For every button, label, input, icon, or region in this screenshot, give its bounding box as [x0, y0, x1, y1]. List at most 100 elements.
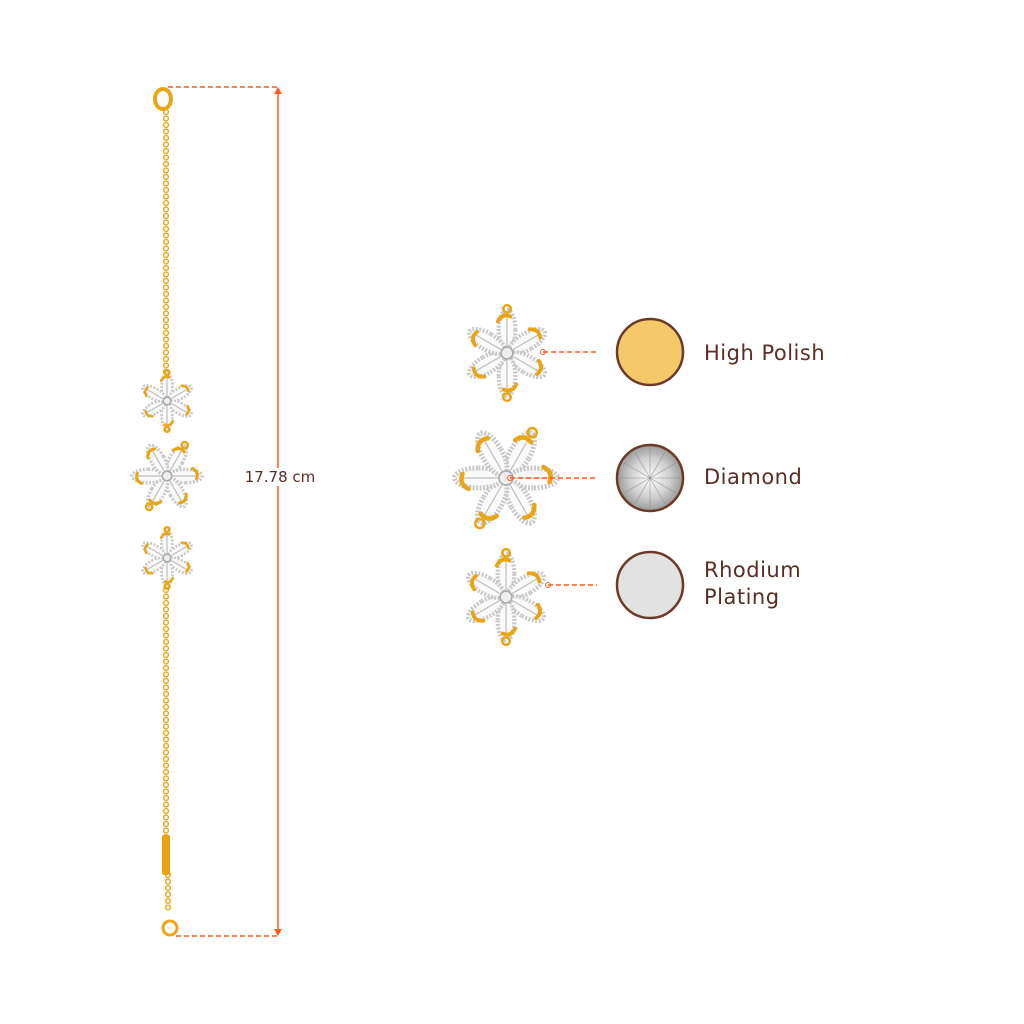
- chain-link: [162, 723, 170, 730]
- chain-link: [162, 355, 170, 363]
- chain-link: [162, 238, 170, 246]
- chain-link: [162, 684, 170, 691]
- chain-link: [162, 703, 170, 711]
- chain-link: [162, 284, 170, 291]
- chain-link: [162, 186, 170, 194]
- petal: [465, 570, 507, 600]
- connector-ring: [144, 502, 154, 512]
- chain-link: [162, 690, 170, 698]
- gold-accent: [471, 329, 479, 348]
- chain-link: [162, 677, 170, 685]
- chain-link: [162, 827, 170, 834]
- chain-link: [162, 271, 170, 278]
- jump-ring-icon: [161, 919, 179, 937]
- chain-link: [162, 762, 170, 769]
- gold-accent: [180, 541, 190, 550]
- chain-link: [162, 697, 170, 704]
- gold-accent: [475, 436, 490, 454]
- connector-ring: [474, 517, 486, 530]
- petal-vein: [484, 484, 503, 516]
- gold-accent: [144, 409, 154, 418]
- petal: [506, 350, 548, 380]
- chain-link: [162, 212, 170, 220]
- chain-link: [162, 599, 170, 607]
- chain-link: [162, 349, 170, 356]
- chain: [162, 586, 170, 854]
- callout-point: [540, 349, 546, 355]
- gold-accent: [541, 464, 553, 485]
- chain-link: [162, 167, 170, 174]
- gold-accent: [180, 384, 190, 393]
- petal-vein: [475, 355, 502, 372]
- swatch-high-polish: [615, 317, 685, 387]
- gold-accent: [146, 447, 157, 460]
- chain-link: [162, 710, 170, 717]
- gold-accent: [535, 358, 543, 377]
- petal-vein: [146, 546, 164, 557]
- gold-accent: [135, 471, 144, 486]
- facet-line: [649, 462, 677, 479]
- gold-accent: [163, 577, 175, 584]
- gold-accent: [163, 420, 175, 427]
- chain-link: [162, 755, 170, 763]
- petal-vein: [474, 578, 501, 595]
- chain-link: [162, 342, 170, 350]
- gold-accent: [470, 573, 478, 592]
- chain-link: [162, 788, 170, 795]
- flower-detail-top: [466, 303, 548, 403]
- chain-link: [162, 128, 170, 135]
- chain-link: [162, 593, 170, 600]
- chain-tag: [162, 835, 170, 875]
- connector-ring: [500, 636, 512, 647]
- chain: [162, 108, 170, 376]
- petal: [465, 594, 507, 624]
- petal-vein: [170, 546, 188, 557]
- chain-link: [162, 245, 170, 252]
- flower-detail-bottom: [465, 547, 547, 647]
- swatch-rhodium-plating: [615, 550, 685, 620]
- flower-charm-top: [141, 368, 193, 434]
- legend-label-line1: Rhodium: [704, 558, 802, 582]
- gold-accent: [148, 498, 163, 506]
- facet-line: [623, 462, 651, 479]
- chain-link: [162, 258, 170, 265]
- chain-link: [162, 316, 170, 324]
- center-diamond: [498, 470, 514, 486]
- chain-link: [162, 742, 170, 750]
- chain-link: [162, 749, 170, 756]
- gold-accent: [527, 327, 543, 340]
- connector-ring: [526, 426, 538, 439]
- petal: [496, 353, 519, 399]
- petal-vein: [512, 334, 539, 351]
- arrow-up-icon: [274, 87, 282, 94]
- chain-link: [162, 134, 170, 142]
- chain-link: [162, 336, 170, 343]
- connector-ring: [501, 303, 513, 314]
- chain-link: [162, 781, 170, 789]
- gold-accent: [143, 543, 149, 555]
- gold-accent: [144, 566, 154, 575]
- chain-link: [162, 736, 170, 743]
- chain-link: [162, 303, 170, 311]
- facet-line: [649, 477, 666, 505]
- chain-link: [164, 884, 172, 892]
- chain-link: [162, 310, 170, 317]
- chain-link: [162, 801, 170, 808]
- chain-link: [162, 807, 170, 815]
- petal: [502, 477, 538, 526]
- chain-link: [162, 154, 170, 161]
- chain-link: [164, 878, 172, 885]
- chain-link: [162, 664, 170, 672]
- facet-line: [649, 451, 666, 479]
- petal-vein: [509, 440, 528, 472]
- petal: [466, 350, 508, 380]
- chain-link: [162, 625, 170, 633]
- petal-vein: [170, 389, 188, 400]
- chain-link: [162, 638, 170, 646]
- petal-vein: [152, 450, 165, 472]
- facet-line: [634, 451, 651, 479]
- connector-ring: [163, 425, 171, 434]
- petal: [505, 594, 547, 624]
